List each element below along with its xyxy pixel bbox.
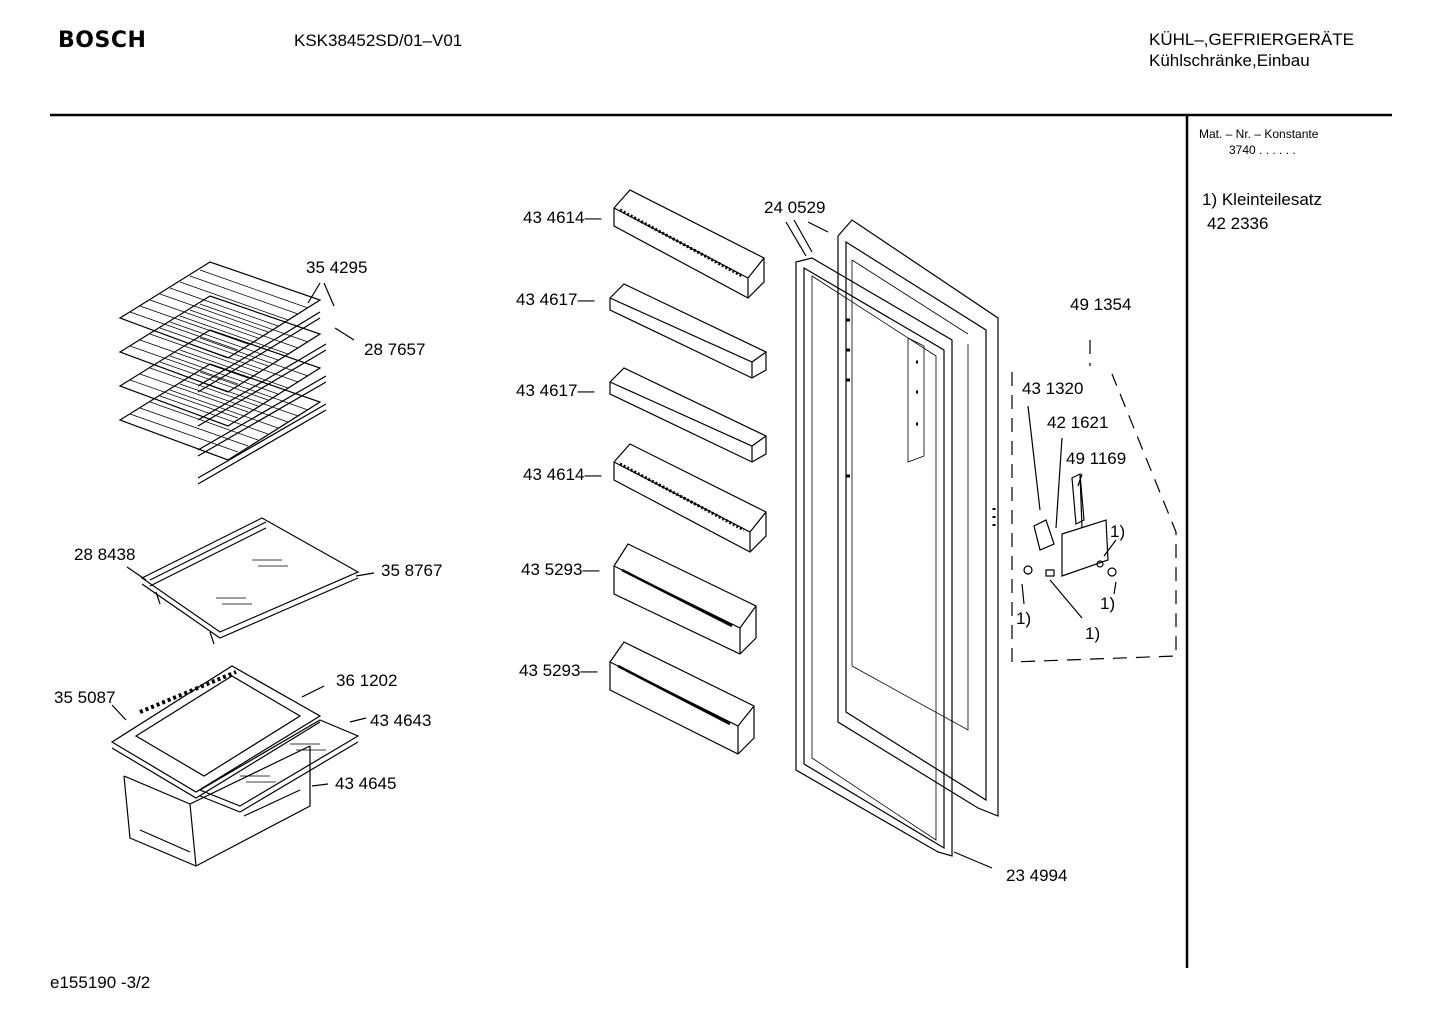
footnote-marker: 1) bbox=[1085, 624, 1101, 643]
part-label: 35 4295 bbox=[306, 258, 368, 277]
door-bin-icon bbox=[609, 189, 767, 755]
part-label: 23 4994 bbox=[1006, 866, 1068, 885]
part-label: 35 5087 bbox=[54, 688, 116, 707]
mat-nr-label: Mat. – Nr. – Konstante bbox=[1199, 127, 1319, 141]
subcategory-title: Kühlschränke,Einbau bbox=[1149, 51, 1310, 70]
part-label: 43 4645 bbox=[335, 774, 397, 793]
footnote-marker: 1) bbox=[1110, 522, 1126, 541]
hinge-icon bbox=[1023, 473, 1117, 577]
part-label: 43 5293— bbox=[521, 560, 600, 579]
part-label: 43 5293— bbox=[519, 661, 598, 680]
part-label: 43 1320 bbox=[1022, 379, 1084, 398]
category-title: KÜHL–,GEFRIERGERÄTE bbox=[1149, 30, 1354, 49]
document-id: e155190 -3/2 bbox=[50, 973, 151, 992]
small-parts-note: 1) Kleinteilesatz bbox=[1202, 190, 1323, 209]
door-gasket-icon bbox=[795, 257, 953, 857]
part-label: 28 8438 bbox=[74, 545, 136, 564]
glass-shelf-icon bbox=[140, 517, 360, 645]
crisper-drawer-icon bbox=[110, 665, 360, 867]
brand-logo: BOSCH bbox=[58, 28, 147, 53]
part-label: 36 1202 bbox=[336, 671, 398, 690]
footnote-marker: 1) bbox=[1016, 609, 1032, 628]
part-label: 49 1354 bbox=[1070, 295, 1132, 314]
part-label: 43 4614— bbox=[523, 208, 602, 227]
model-number: KSK38452SD/01–V01 bbox=[294, 31, 463, 50]
small-parts-number: 42 2336 bbox=[1207, 214, 1269, 233]
part-label: 43 4614— bbox=[523, 465, 602, 484]
part-label: 49 1169 bbox=[1066, 449, 1127, 468]
part-label: 43 4617— bbox=[516, 381, 595, 400]
footnote-marker: 1) bbox=[1100, 594, 1116, 613]
part-label: 42 1621 bbox=[1047, 413, 1109, 432]
part-label: 35 8767 bbox=[381, 561, 443, 580]
part-label: 43 4643 bbox=[370, 711, 432, 730]
part-label: 43 4617— bbox=[516, 290, 595, 309]
mat-nr-value: 3740 . . . . . . bbox=[1229, 143, 1296, 157]
part-label: 24 0529 bbox=[764, 198, 826, 217]
part-label: 28 7657 bbox=[364, 340, 426, 359]
door-panel-icon bbox=[837, 219, 999, 817]
wire-shelf-icon bbox=[118, 261, 327, 485]
